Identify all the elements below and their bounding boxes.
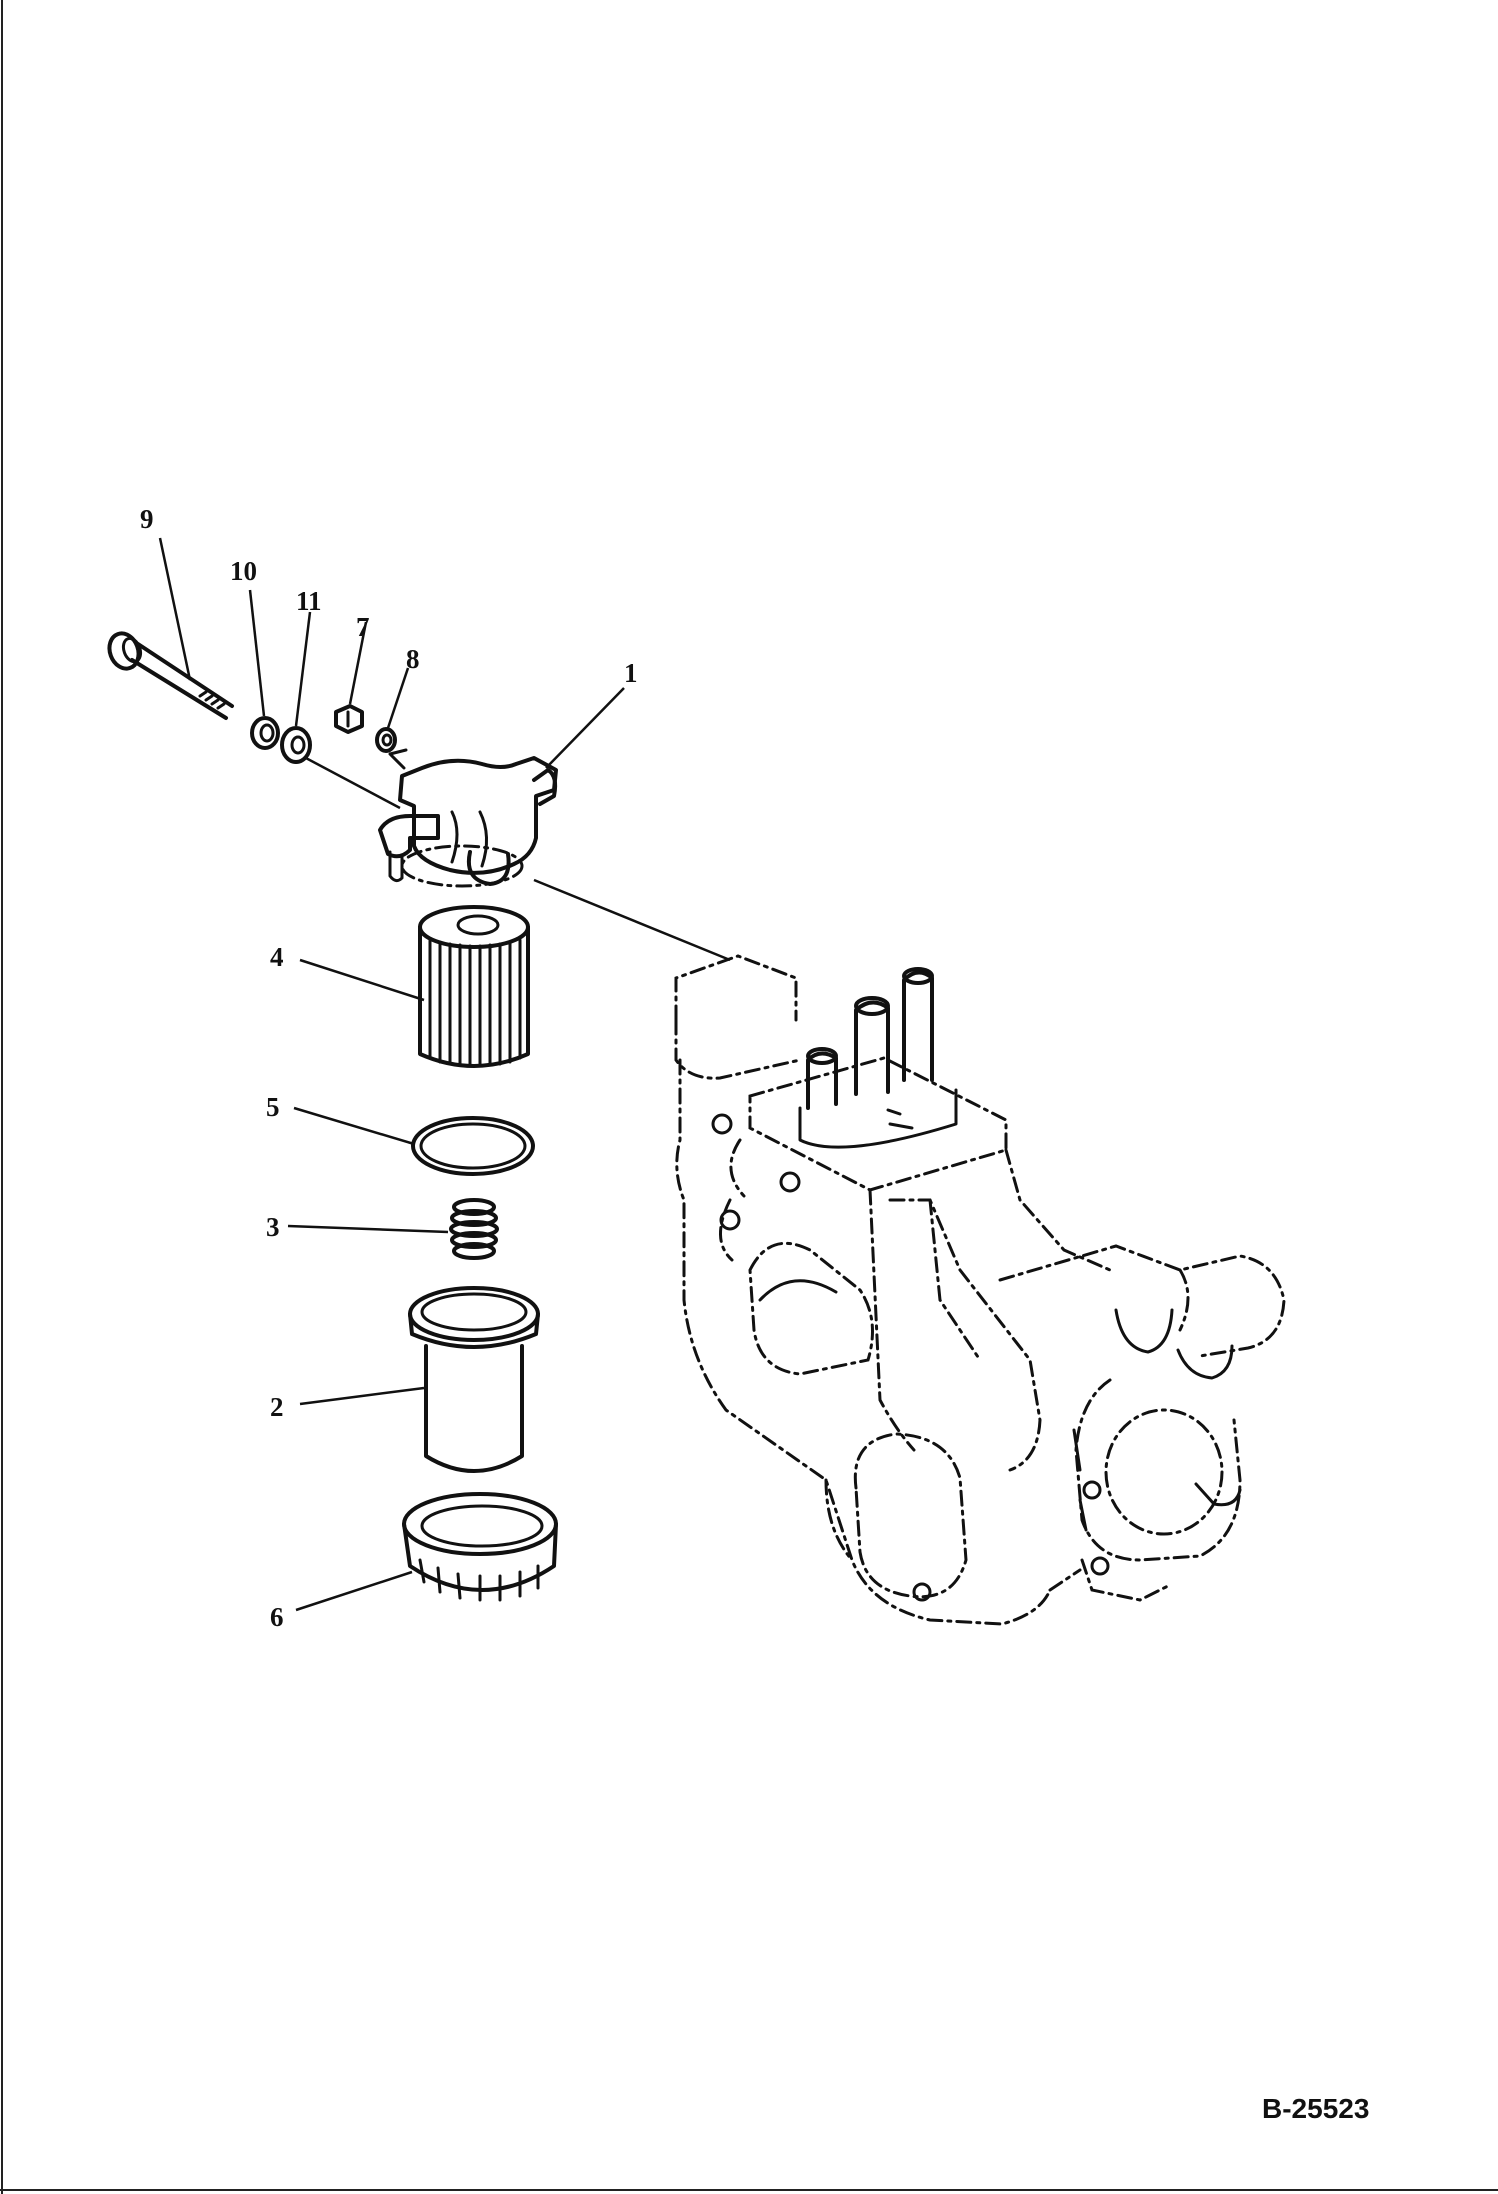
callout-11: 11 [296, 586, 322, 616]
callout-2: 2 [270, 1392, 284, 1422]
part-4-filter-element [418, 905, 530, 1068]
part-2-bowl [408, 1286, 540, 1473]
part-7-plug [334, 704, 364, 734]
assembly-lines [303, 755, 731, 962]
callout-1: 1 [624, 658, 638, 688]
part-3-spring [449, 1198, 499, 1260]
part-9-bolt [107, 631, 234, 720]
part-10-washer [250, 716, 280, 750]
part-8-gasket [375, 727, 397, 753]
injection-pump-housing [674, 954, 1286, 1626]
drawing-reference-code: B-25523 [1262, 2093, 1369, 2124]
callout-4: 4 [270, 942, 284, 972]
callout-10: 10 [230, 556, 257, 586]
callout-8: 8 [406, 644, 420, 674]
part-6-ring-nut [402, 1492, 558, 1602]
part-1-filter-head [378, 748, 558, 888]
callout-6: 6 [270, 1602, 284, 1632]
leader-lines [158, 537, 625, 1612]
part-11-washer [280, 726, 312, 764]
part-5-o-ring [411, 1116, 535, 1176]
callout-5: 5 [266, 1092, 280, 1122]
callout-9: 9 [140, 504, 154, 534]
callout-3: 3 [266, 1212, 280, 1242]
callout-7: 7 [356, 612, 370, 642]
